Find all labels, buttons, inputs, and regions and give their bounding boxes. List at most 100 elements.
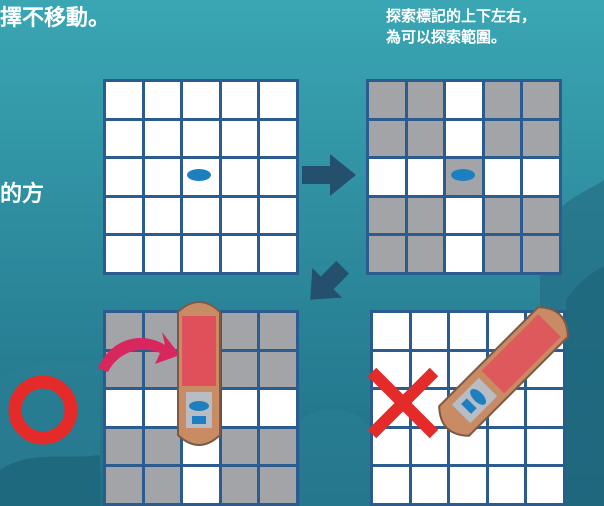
grid-cell [260,313,296,349]
grid-cell [183,197,219,234]
grid-cell [523,159,559,195]
grid-cell [144,351,181,388]
board-explore-range [366,79,562,275]
instruction-text-top-left: 擇不移動。 [0,6,111,31]
grid-cell [411,390,448,426]
grid-cell [450,428,486,465]
grid-cell [221,467,258,503]
grid-cell [144,313,181,349]
instruction-text-top-right: 探索標記的上下左右， 為可以探索範圍。 [386,6,536,48]
grid-cell [260,120,296,157]
grid-cell [373,313,409,349]
grid-cell [450,467,486,503]
grid-cell [106,82,142,118]
grid-cell [183,82,219,118]
grid-cell [488,467,525,503]
grid-cell [260,428,296,465]
grid-cell [488,428,525,465]
grid-cell [260,351,296,388]
grid-cell [221,428,258,465]
grid-cell [106,428,142,465]
grid-cell [488,351,525,388]
grid-cell [183,428,219,465]
grid-cell [369,82,405,118]
grid-cell [407,159,444,195]
instruction-text-mid-left: 的方 [0,182,45,207]
grid-cell [369,159,405,195]
grid-cell [221,351,258,388]
grid-cell [221,120,258,157]
grid-cell [260,197,296,234]
grid-cell [450,351,486,388]
grid-cell [144,467,181,503]
grid-cell [446,197,482,234]
grid-cell [411,467,448,503]
grid-cell [523,120,559,157]
grid-cell [221,390,258,426]
grid-cell [144,159,181,195]
grid-cell [106,390,142,426]
grid-cell [484,236,521,272]
grid-cell [144,120,181,157]
grid-cell [221,82,258,118]
grid-cell [106,467,142,503]
grid-cell [369,197,405,234]
grid-cell [373,351,409,388]
grid-cell [144,197,181,234]
grid-cell [260,467,296,503]
grid-cell [527,428,563,465]
instruction-line-1: 探索標記的上下左右， [386,7,537,25]
grid-cell [183,120,219,157]
grid-cell [106,159,142,195]
grid-cell [260,390,296,426]
grid-cell [183,313,219,349]
grid-cell [183,467,219,503]
grid-cell [106,236,142,272]
board-correct-placement [103,310,299,506]
grid-cell [484,159,521,195]
grid-cell [407,82,444,118]
grid-cell [523,236,559,272]
grid-cell [527,390,563,426]
grid-cell [373,428,409,465]
grid-cell [106,197,142,234]
grid-cell [260,159,296,195]
board-start [103,79,299,275]
grid-cell [484,197,521,234]
grid-cell [221,159,258,195]
grid-cell [523,197,559,234]
grid-cell [411,313,448,349]
grid-cell [144,428,181,465]
grid-cell [446,159,482,195]
grid-cell [450,313,486,349]
grid-cell [446,120,482,157]
grid-cell [488,390,525,426]
grid-cell [221,236,258,272]
grid-cell [260,82,296,118]
grid-cell [527,351,563,388]
grid-cell [407,236,444,272]
grid-cell [484,120,521,157]
grid-cell [411,351,448,388]
grid-cell [221,313,258,349]
grid-cell [373,467,409,503]
grid-cell [106,351,142,388]
grid-cell [106,313,142,349]
grid-cell [183,390,219,426]
grid-cell [407,197,444,234]
grid-cell [527,313,563,349]
grid-cell [484,82,521,118]
grid-cell [144,390,181,426]
grid-cell [221,197,258,234]
grid-cell [369,236,405,272]
grid-cell [260,236,296,272]
grid-cell [527,467,563,503]
grid-cell [523,82,559,118]
grid-cell [411,428,448,465]
grid-cell [183,236,219,272]
grid-cell [450,390,486,426]
grid-cell [183,351,219,388]
instruction-line-2: 為可以探索範圍。 [386,28,507,46]
grid-cell [446,236,482,272]
grid-cell [183,159,219,195]
